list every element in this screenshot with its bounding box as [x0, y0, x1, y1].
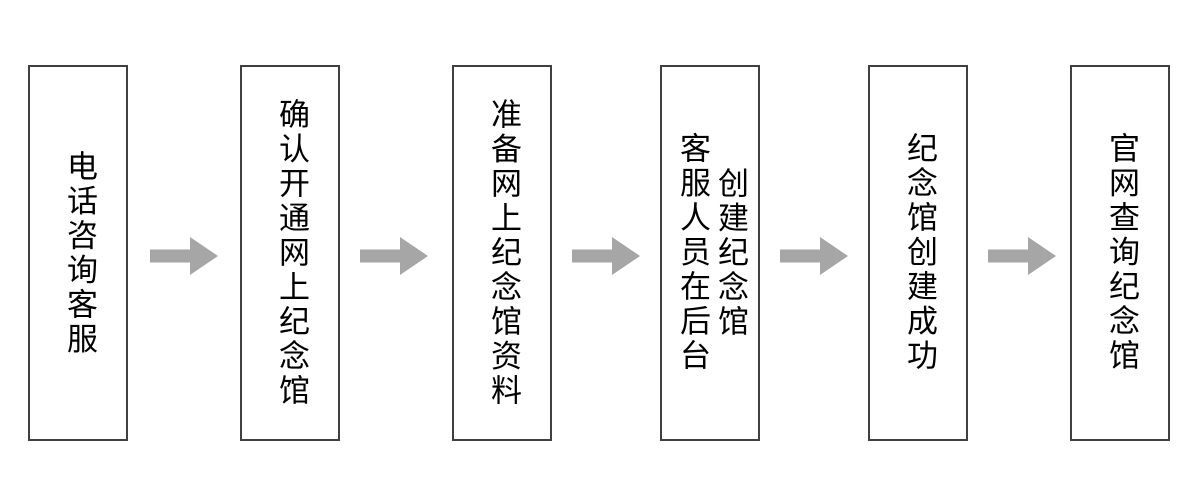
arrow-right-icon-5 [988, 237, 1056, 275]
arrow-right-icon-2 [360, 237, 428, 275]
arrow-right-icon-1 [150, 237, 218, 275]
flow-node-4[interactable]: 创建纪念馆 客服人员在后台 [660, 65, 760, 441]
flow-node-6[interactable]: 官网查询纪念馆 [1070, 65, 1170, 441]
flow-node-1[interactable]: 电话咨询客服 [28, 65, 128, 441]
arrow-right-icon-3 [572, 237, 640, 275]
flow-node-5-text: 纪念馆创建成功 [900, 132, 937, 374]
flow-node-6-text: 官网查询纪念馆 [1102, 132, 1139, 374]
flow-node-5[interactable]: 纪念馆创建成功 [868, 65, 968, 441]
flow-node-2[interactable]: 确认开通网上纪念馆 [240, 65, 340, 441]
arrow-right-icon-4 [780, 237, 848, 275]
flow-node-4-text-secondary: 客服人员在后台 [674, 132, 710, 374]
flow-node-1-text: 电话咨询客服 [60, 149, 97, 357]
flow-node-3-text: 准备网上纪念馆资料 [484, 97, 521, 409]
flow-node-3[interactable]: 准备网上纪念馆资料 [452, 65, 552, 441]
flow-node-4-text-primary: 创建纪念馆 [711, 166, 748, 340]
flow-node-2-text: 确认开通网上纪念馆 [272, 97, 309, 409]
